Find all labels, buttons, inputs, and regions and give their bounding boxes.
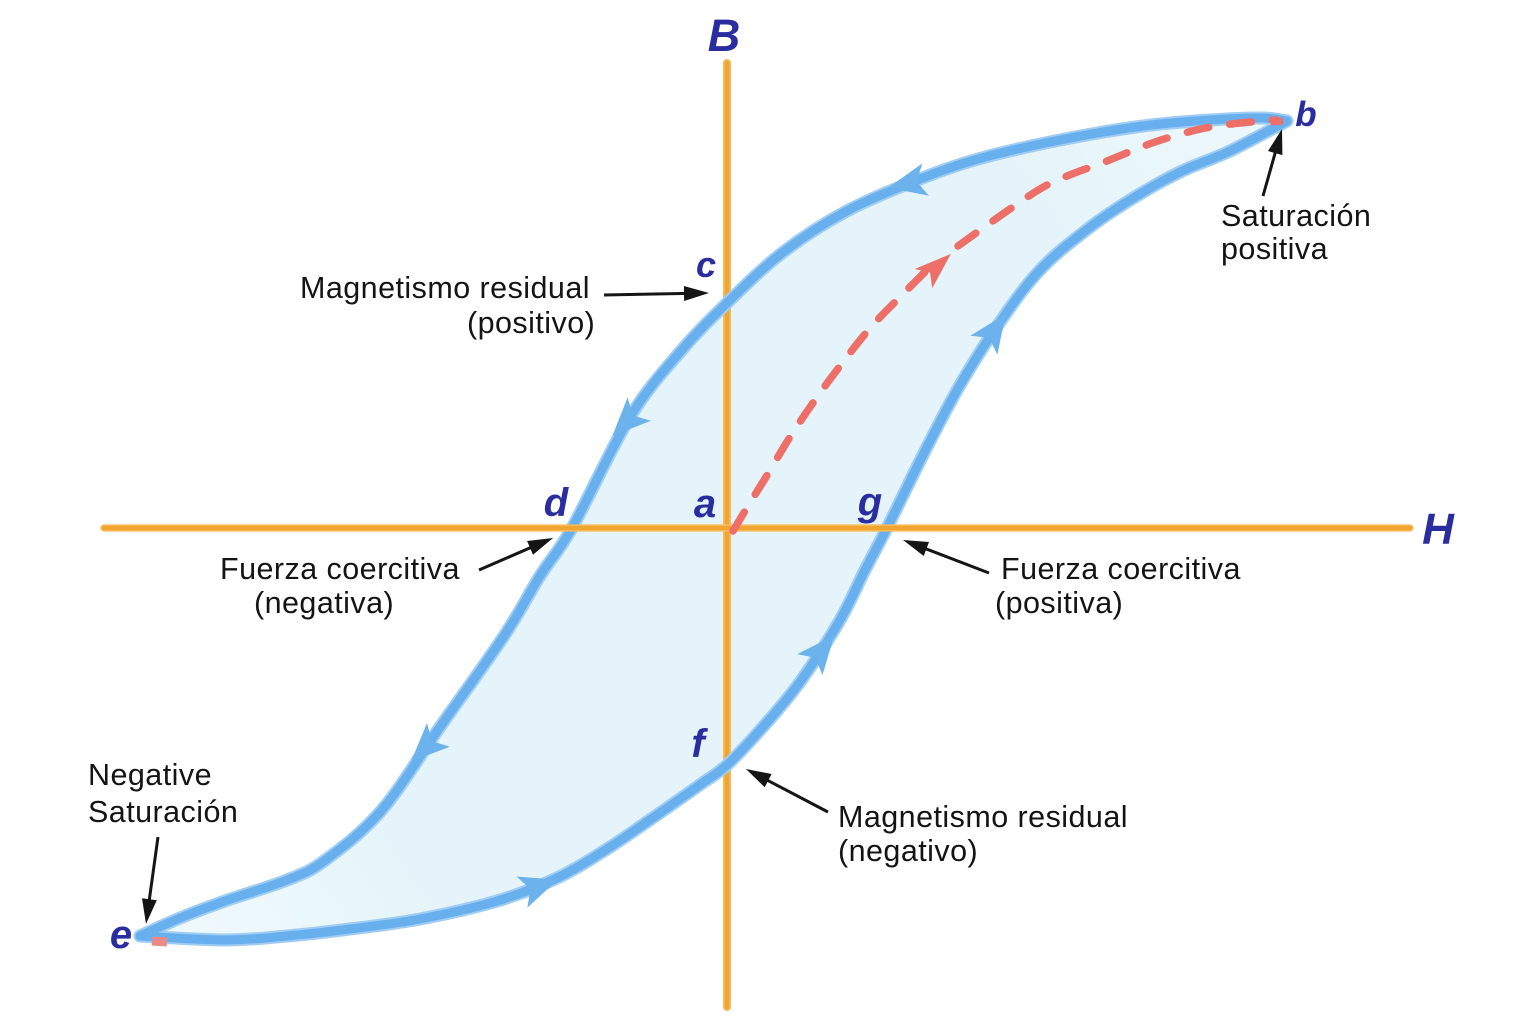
svg-text:Saturación: Saturación	[1221, 199, 1371, 233]
svg-text:(negativo): (negativo)	[838, 834, 978, 868]
svg-text:Magnetismo residual: Magnetismo residual	[838, 800, 1128, 834]
svg-text:g: g	[857, 480, 882, 524]
svg-text:a: a	[694, 482, 716, 526]
svg-text:b: b	[1295, 95, 1316, 134]
svg-text:Fuerza coercitiva: Fuerza coercitiva	[1001, 552, 1241, 586]
svg-text:(positivo): (positivo)	[467, 306, 595, 340]
svg-text:d: d	[544, 481, 570, 525]
svg-text:(negativa): (negativa)	[254, 586, 394, 620]
svg-text:f: f	[691, 722, 708, 766]
svg-text:Saturación: Saturación	[88, 795, 238, 829]
svg-text:e: e	[110, 913, 132, 957]
svg-text:positiva: positiva	[1221, 232, 1328, 266]
svg-text:Magnetismo residual: Magnetismo residual	[300, 271, 590, 305]
svg-text:Fuerza coercitiva: Fuerza coercitiva	[220, 552, 460, 586]
svg-text:H: H	[1422, 505, 1455, 554]
svg-text:(positiva): (positiva)	[995, 586, 1123, 620]
svg-text:c: c	[696, 244, 716, 285]
svg-text:Negative: Negative	[88, 758, 212, 792]
svg-text:B: B	[708, 10, 741, 61]
